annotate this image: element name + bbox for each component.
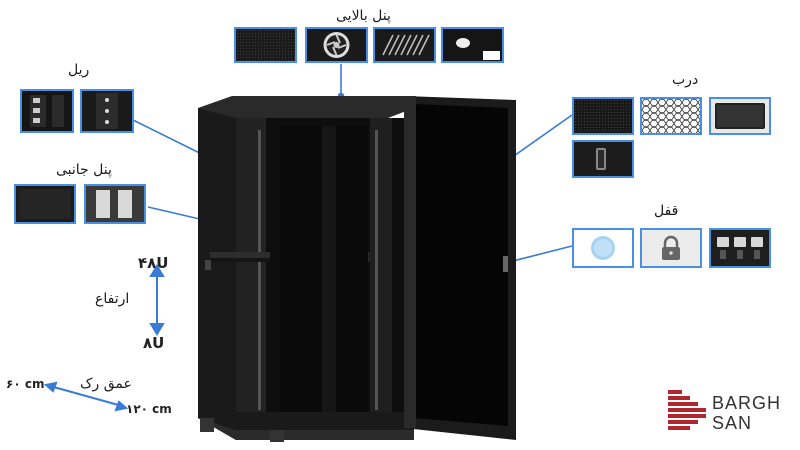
- rail-square-holes-icon: [22, 91, 72, 131]
- mesh-door-icon: [574, 99, 632, 133]
- depth-max-label: ۱۲۰ cm: [126, 402, 172, 416]
- depth-arrow: [43, 381, 129, 412]
- vented-side-panel-icon: [86, 186, 144, 222]
- vented-side-panel-thumb: [84, 184, 146, 224]
- glass-door-thumb: [709, 97, 771, 135]
- fan-panel-thumb: [305, 27, 368, 63]
- fan-panel-icon: [307, 29, 366, 61]
- rfid-card-lock-icon: [574, 230, 632, 266]
- padlock-icon: [642, 230, 700, 266]
- height-arrow: [149, 264, 165, 336]
- combination-lock-thumb: [709, 228, 771, 268]
- door-handle-thumb: [572, 140, 634, 178]
- lock-label: قفل: [654, 203, 679, 219]
- height-max-label: ۴۸U: [138, 254, 169, 272]
- side-panel-label: پنل جانبی: [56, 162, 112, 178]
- top-panel-label: پنل بالایی: [336, 8, 391, 24]
- connector-side-panel: [147, 206, 205, 221]
- mesh-door-thumb: [572, 97, 634, 135]
- hexagonal-perforated-door-thumb: [640, 97, 702, 135]
- depth-min-label: ۶۰ cm: [6, 377, 45, 391]
- door-label: درب: [672, 72, 699, 88]
- rail-label: ریل: [68, 62, 90, 78]
- solid-side-panel-thumb: [14, 184, 76, 224]
- rail-round-holes-icon: [82, 91, 132, 131]
- hexagonal-perforated-door-icon: [642, 99, 700, 133]
- connector-lock: [504, 245, 573, 264]
- barghsan-logo-mark-icon: [668, 390, 706, 430]
- mesh-panel-icon: [236, 29, 295, 61]
- slotted-vent-panel-thumb: [373, 27, 436, 63]
- door-handle-icon: [574, 142, 632, 176]
- depth-label: عمق رک: [80, 376, 132, 392]
- barghsan-logo: BARGH SAN: [666, 388, 786, 436]
- rail-round-holes-thumb: [80, 89, 134, 133]
- mesh-panel-thumb: [234, 27, 297, 63]
- rail-square-holes-thumb: [20, 89, 74, 133]
- rfid-card-lock-thumb: [572, 228, 634, 268]
- cable-entry-panel-thumb: [441, 27, 504, 63]
- cable-entry-panel-icon: [443, 29, 502, 61]
- brand-name-line1: BARGH: [712, 393, 782, 413]
- combination-lock-icon: [711, 230, 769, 266]
- padlock-thumb: [640, 228, 702, 268]
- slotted-vent-panel-icon: [375, 29, 434, 61]
- solid-side-panel-icon: [16, 186, 74, 222]
- height-label: ارتفاع: [95, 291, 130, 307]
- glass-door-icon: [711, 99, 769, 133]
- height-min-label: ۸U: [143, 334, 165, 352]
- brand-name-line2: SAN: [712, 413, 753, 433]
